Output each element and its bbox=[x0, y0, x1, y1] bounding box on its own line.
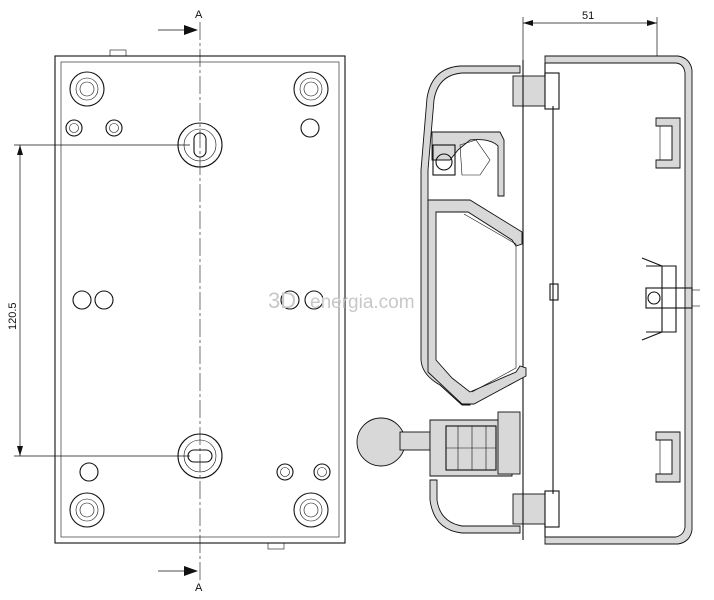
corner-boss bbox=[69, 71, 105, 107]
watermark: 3D energia.com bbox=[268, 288, 415, 313]
cover-panel bbox=[427, 199, 527, 405]
latch-mechanism bbox=[432, 139, 491, 176]
watermark-text: energia.com bbox=[310, 292, 415, 313]
section-view: 51 bbox=[356, 10, 700, 545]
din-rail-middle bbox=[641, 257, 700, 341]
corner-boss bbox=[293, 71, 329, 107]
width-dimension-label: 51 bbox=[582, 10, 594, 22]
din-rail-top bbox=[655, 117, 681, 169]
watermark-prefix: 3D bbox=[268, 288, 296, 313]
mounting-hole bbox=[313, 463, 331, 481]
spacing-dimension-label: 120.5 bbox=[7, 302, 19, 330]
section-label-bottom: A bbox=[195, 582, 203, 594]
section-arrow-top: A bbox=[158, 9, 203, 35]
mounting-hole bbox=[65, 119, 83, 137]
corner-boss bbox=[293, 492, 329, 528]
width-dimension: 51 bbox=[522, 10, 658, 60]
corner-boss bbox=[69, 492, 105, 528]
section-label-top: A bbox=[195, 9, 203, 21]
spacing-dimension: 120.5 bbox=[7, 144, 190, 457]
section-arrow-bottom: A bbox=[158, 566, 203, 594]
body-wall bbox=[544, 55, 693, 545]
front-view: A A 120.5 bbox=[7, 9, 346, 594]
din-rail-bottom bbox=[655, 431, 681, 483]
mounting-hole bbox=[105, 119, 123, 137]
mounting-hole bbox=[276, 463, 294, 481]
key-lock bbox=[356, 411, 521, 477]
